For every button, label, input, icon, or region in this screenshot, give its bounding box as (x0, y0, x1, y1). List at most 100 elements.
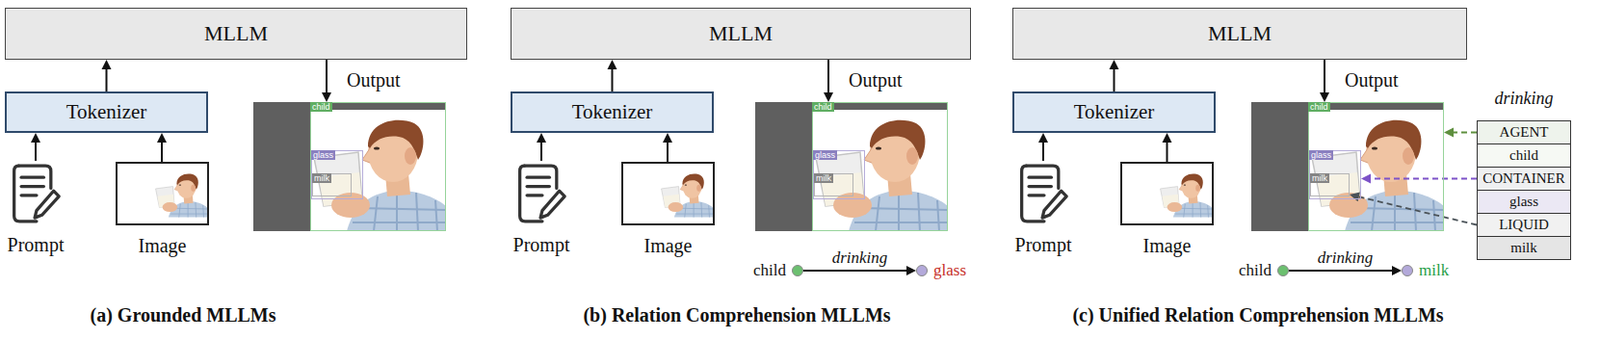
relation-label: drinking (1315, 248, 1376, 268)
arrow-head (1391, 265, 1402, 276)
bbox-tag: glass (1309, 150, 1334, 160)
connector-line (1288, 269, 1394, 272)
glass-bbox: glass milk (311, 150, 364, 200)
arrow-head (906, 265, 917, 276)
arrow-head (102, 59, 112, 70)
child-bbox: child glass milk (1308, 102, 1444, 232)
arrow-head (1361, 174, 1371, 184)
arrow-head (536, 132, 547, 143)
connector-line (1323, 59, 1326, 95)
child-bbox: childglassmilk (310, 102, 446, 232)
output-image: Outputchildglassmilk (755, 102, 948, 232)
entity-label: glass (933, 261, 967, 281)
input-caption: Image (1143, 235, 1192, 258)
role-row: LIQUID (1476, 212, 1572, 237)
prompt-icon: Prompt (1017, 160, 1070, 227)
connector-line (1368, 178, 1477, 181)
tokenizer-box: Tokenizer (1012, 91, 1216, 133)
connector-line (105, 67, 108, 92)
bbox-tag: glass (813, 150, 838, 160)
connector-line (1042, 140, 1045, 161)
input-caption: Image (644, 235, 693, 258)
glass-bbox: glass milk (1309, 150, 1362, 200)
tokenizer-box: Tokenizer (4, 91, 209, 133)
prompt-icon: Prompt (9, 160, 62, 227)
input-photo (1158, 169, 1212, 217)
role-cell: glass (1509, 193, 1539, 210)
connector-arrow (536, 132, 547, 161)
connector-arrow (102, 59, 112, 92)
input-photo (154, 169, 208, 217)
milk-bbox: milk (312, 173, 352, 197)
arrow-head (1319, 92, 1330, 103)
entity-label: child (753, 261, 787, 281)
output-photo (1308, 109, 1444, 232)
tokenizer-label: Tokenizer (1074, 100, 1155, 125)
role-cell: CONTAINER (1482, 170, 1565, 187)
tokenizer-box: Tokenizer (510, 91, 714, 133)
connector-arrow (1349, 191, 1477, 225)
bbox-tag: milk (1310, 173, 1330, 184)
bbox-tag: child (1308, 102, 1331, 112)
milk-bbox: milk (813, 173, 854, 197)
input-caption: Image (138, 235, 187, 258)
connector-line (325, 59, 328, 95)
entity-label: child (1238, 261, 1272, 281)
milk-bbox: milk (1310, 173, 1350, 197)
model-label: MLLM (708, 21, 773, 47)
padding-region (755, 102, 813, 232)
input-photo (659, 169, 713, 217)
bbox-tag: milk (312, 173, 332, 184)
tokenizer-label: Tokenizer (66, 100, 148, 125)
arrow-head (1443, 128, 1454, 138)
bbox-tag: child (812, 102, 835, 112)
connector-line (34, 140, 37, 161)
connector-arrow (1038, 132, 1049, 161)
panel-caption: (a) Grounded MLLMs (90, 304, 277, 327)
mllm-box: MLLM (4, 7, 468, 60)
connector-line (803, 269, 909, 272)
role-row: milk (1476, 236, 1572, 261)
tokenizer-label: Tokenizer (572, 100, 654, 125)
subject-node: child (1238, 261, 1289, 281)
output-caption: Output (346, 69, 401, 92)
arrow-head (1038, 132, 1049, 143)
connector-arrow (1162, 132, 1173, 162)
role-cell: LIQUID (1498, 216, 1549, 234)
connector-line (160, 140, 163, 162)
input-caption: Prompt (7, 234, 65, 257)
image-icon: Image (621, 161, 715, 226)
role-row: child (1476, 143, 1572, 168)
prompt-icon-drawing (520, 165, 566, 222)
connector-line (827, 59, 830, 95)
arrow-head (1349, 191, 1361, 202)
role-cell: milk (1510, 239, 1538, 257)
connector-arrow (1109, 59, 1120, 92)
entity-dot (791, 264, 804, 277)
bbox-tag: glass (311, 150, 336, 160)
connector-arrow (823, 59, 834, 103)
object-node: milk (1401, 261, 1449, 281)
connector-line (1451, 131, 1477, 134)
connector-arrow (1319, 59, 1330, 103)
connector-line (611, 67, 614, 92)
entity-dot (1277, 264, 1289, 277)
input-caption: Prompt (513, 234, 571, 257)
connector-arrow (662, 132, 673, 162)
role-row: CONTAINER (1476, 166, 1572, 191)
arrow-head (30, 132, 41, 143)
entity-label: milk (1418, 261, 1449, 281)
connector-line (666, 140, 669, 162)
relation-label: drinking (830, 248, 891, 268)
entity-dot (916, 264, 928, 277)
table-heading: drinking (1476, 88, 1572, 109)
image-icon: Image (115, 161, 210, 226)
arrow-head (1162, 132, 1173, 143)
connector-arrow (321, 59, 332, 103)
connector-arrow (157, 132, 167, 162)
role-row: glass (1476, 189, 1572, 214)
arrow-head (662, 132, 673, 143)
entity-dot (1401, 264, 1414, 277)
output-caption: Output (848, 69, 903, 92)
